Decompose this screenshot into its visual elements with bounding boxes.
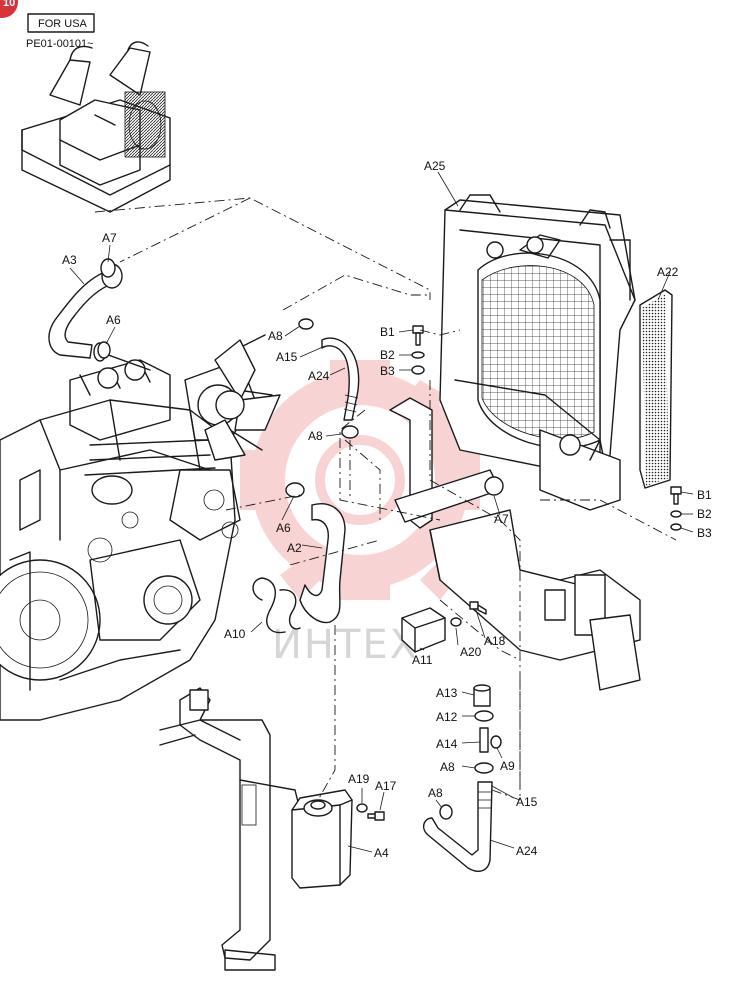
bolt-set-right bbox=[670, 486, 682, 531]
label-b1-upper: B1 bbox=[380, 325, 395, 339]
bracket-a11 bbox=[401, 607, 446, 653]
region-box: FOR USA bbox=[27, 13, 95, 33]
watermark-text: ИНТЕХ bbox=[272, 622, 419, 668]
clamp-a8-bottom bbox=[439, 804, 453, 820]
label-a24-top: A24 bbox=[308, 369, 330, 383]
label-a8-mid: A8 bbox=[308, 429, 323, 443]
washer-a19 bbox=[356, 803, 368, 813]
part-labels: A7 A3 A6 A25 A22 A8 A15 A24 A8 B1 B2 B3 … bbox=[62, 159, 712, 860]
label-a4: A4 bbox=[374, 846, 389, 860]
label-b3-upper: B3 bbox=[380, 364, 395, 378]
label-a8-top: A8 bbox=[268, 329, 283, 343]
label-a11: A11 bbox=[412, 653, 433, 667]
machine-thumbnail bbox=[21, 41, 171, 213]
page-number: 10 bbox=[3, 0, 15, 9]
label-a17: A17 bbox=[375, 779, 397, 793]
clamp-a8-mid bbox=[341, 425, 359, 439]
label-a25: A25 bbox=[424, 159, 446, 173]
label-a6-left: A6 bbox=[106, 313, 121, 327]
region-label: FOR USA bbox=[38, 18, 88, 30]
engine-fan bbox=[204, 339, 281, 461]
label-b1-right: B1 bbox=[697, 488, 712, 502]
label-a15-top: A15 bbox=[276, 350, 298, 364]
label-b2-upper: B2 bbox=[380, 348, 395, 362]
reserve-tank-a4 bbox=[291, 789, 353, 889]
serial-range: PE01-00101~ bbox=[26, 38, 94, 50]
label-a10: A10 bbox=[224, 627, 246, 641]
clamp-a9 bbox=[490, 735, 502, 749]
label-a15-bottom: A15 bbox=[516, 795, 538, 809]
clamp-a6-left bbox=[97, 341, 111, 359]
clamp-a12 bbox=[474, 710, 494, 722]
bolt-a17 bbox=[367, 811, 385, 821]
clamp-a8-low bbox=[474, 762, 494, 774]
leader-lines bbox=[69, 171, 694, 853]
radiator-a25 bbox=[439, 194, 636, 511]
label-a18: A18 bbox=[484, 634, 506, 648]
label-a12: A12 bbox=[436, 710, 458, 724]
hose-a2 bbox=[299, 503, 346, 624]
clamp-a8-top bbox=[298, 318, 314, 330]
washer-a20 bbox=[450, 617, 462, 627]
clamp-a6-mid bbox=[285, 482, 305, 498]
label-a8-bottom: A8 bbox=[428, 786, 443, 800]
fitting-a13 bbox=[473, 684, 491, 707]
label-a22: A22 bbox=[657, 265, 679, 279]
bracket-frame bbox=[389, 397, 641, 691]
label-a3: A3 bbox=[62, 253, 77, 267]
hose-a24-top bbox=[321, 337, 360, 421]
label-a7-top: A7 bbox=[102, 231, 117, 245]
label-a7-right: A7 bbox=[494, 512, 509, 526]
label-b2-right: B2 bbox=[697, 507, 712, 521]
clamp-a10 bbox=[252, 577, 301, 634]
hose-a24-lower bbox=[422, 781, 493, 872]
label-b3-right: B3 bbox=[697, 526, 712, 540]
label-a9: A9 bbox=[500, 759, 515, 773]
lower-stand bbox=[159, 687, 301, 971]
label-a24-bottom: A24 bbox=[516, 844, 538, 858]
seal-a22 bbox=[639, 289, 673, 489]
label-a14: A14 bbox=[436, 737, 458, 751]
watermark-logo bbox=[240, 360, 480, 600]
label-a2: A2 bbox=[287, 541, 302, 555]
page-badge: 10 bbox=[0, 0, 18, 18]
pipe-a14 bbox=[479, 727, 489, 753]
bolt-set-upper bbox=[411, 325, 425, 375]
label-a8-low: A8 bbox=[440, 760, 455, 774]
label-a19: A19 bbox=[348, 772, 370, 786]
label-a20: A20 bbox=[460, 645, 482, 659]
label-a13: A13 bbox=[436, 686, 458, 700]
label-a6-mid: A6 bbox=[276, 521, 291, 535]
bolt-a18 bbox=[469, 601, 487, 615]
clamp-a7-right bbox=[484, 476, 504, 496]
engine-assembly bbox=[0, 334, 273, 721]
